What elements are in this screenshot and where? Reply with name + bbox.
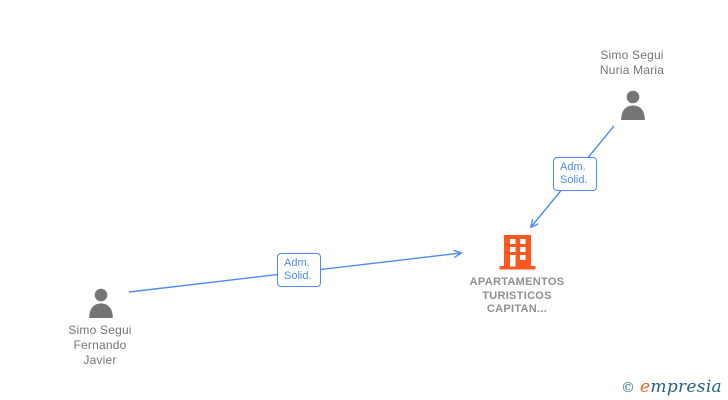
person-top-name-line2: Nuria Maria bbox=[599, 63, 665, 77]
company-name: APARTAMENTOS TURISTICOS CAPITAN... bbox=[451, 276, 583, 317]
company-name-line1: APARTAMENTOS bbox=[469, 276, 565, 288]
company-name-line3: CAPITAN... bbox=[486, 303, 548, 315]
company-name-line2: TURISTICOS bbox=[482, 289, 552, 302]
edge-label-adm-solid-bottom: Adm. Solid. bbox=[277, 253, 321, 287]
node-person-top[interactable]: Simo Segui Nuria Maria bbox=[567, 48, 697, 120]
empresia-logo-rest: mpresia bbox=[650, 377, 722, 397]
node-company[interactable]: APARTAMENTOS TURISTICOS CAPITAN... bbox=[451, 235, 583, 317]
edge-label-line1: Adm. bbox=[560, 161, 586, 173]
person-bottom-name-line2: Fernando bbox=[73, 338, 127, 352]
edge-label-line2: Solid. bbox=[560, 174, 588, 186]
person-icon bbox=[621, 90, 645, 120]
person-bottom-name-line1: Simo Segui bbox=[68, 323, 132, 337]
person-top-name: Simo Segui Nuria Maria bbox=[567, 48, 697, 78]
person-top-name-line1: Simo Segui bbox=[600, 48, 664, 62]
building-icon bbox=[499, 235, 536, 270]
edge-label-line2: Solid. bbox=[284, 270, 312, 282]
person-icon bbox=[89, 288, 113, 318]
copyright-icon: © bbox=[621, 380, 636, 396]
person-bottom-name-line3: Javier bbox=[83, 353, 117, 367]
person-bottom-name: Simo Segui Fernando Javier bbox=[35, 323, 165, 368]
empresia-logo: © empresia bbox=[621, 377, 722, 397]
empresia-logo-text: empresia bbox=[640, 377, 722, 397]
empresia-logo-initial: e bbox=[640, 377, 651, 397]
edge-label-adm-solid-top: Adm. Solid. bbox=[553, 157, 597, 191]
edge-label-line1: Adm. bbox=[284, 257, 310, 269]
node-person-bottom[interactable]: Simo Segui Fernando Javier bbox=[35, 288, 165, 373]
